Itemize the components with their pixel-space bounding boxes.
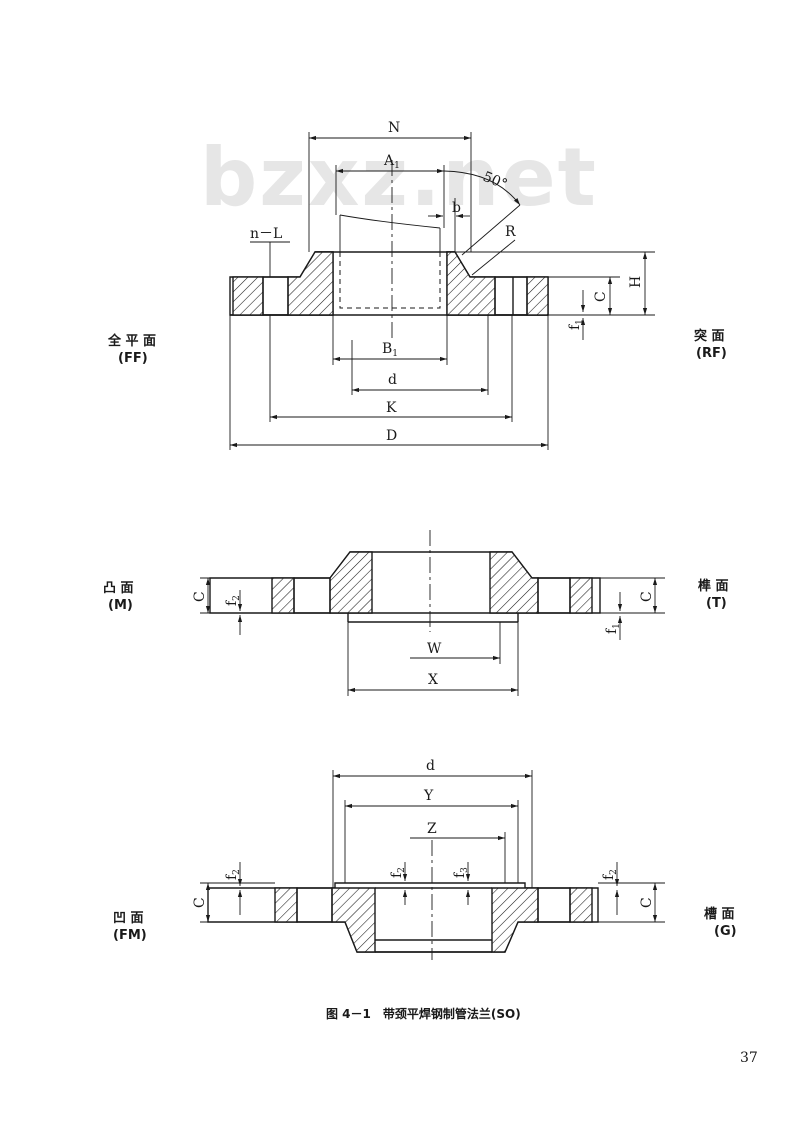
section-right-mt xyxy=(489,551,539,614)
label-b: b xyxy=(452,200,461,216)
label-Y: Y xyxy=(423,788,434,804)
label-m-code: (M) xyxy=(108,598,133,613)
watermark: bzxz.net xyxy=(200,131,598,224)
label-d-fmg: d xyxy=(426,758,435,774)
section-left-mt xyxy=(329,551,373,614)
flange-outline-fmg xyxy=(207,882,599,953)
label-f2-g: f2 xyxy=(601,869,619,880)
label-C-rf: C xyxy=(593,291,609,302)
dim-angle-arc xyxy=(443,170,521,206)
bolt-hole-left-mt xyxy=(293,577,331,614)
label-g-code: (G) xyxy=(714,924,737,939)
label-d-rf: d xyxy=(388,372,397,388)
section-lug-right-rf xyxy=(526,276,549,316)
label-fm: 凹 面 xyxy=(113,911,144,926)
label-ff-code: (FF) xyxy=(118,351,148,366)
bolt-hole-right-fmg xyxy=(537,887,571,923)
section-lug-left-rf xyxy=(232,276,264,316)
label-rf: 突 面 xyxy=(694,328,725,344)
bolt-hole-right-mt xyxy=(537,577,571,614)
label-X: X xyxy=(428,672,438,688)
label-nL: n－L xyxy=(250,226,282,242)
label-f1-rf: f1 xyxy=(567,319,585,330)
label-f2-m: f2 xyxy=(224,595,242,606)
flange-outline-mt xyxy=(209,551,601,614)
label-R: R xyxy=(505,224,516,240)
label-N: N xyxy=(388,120,400,136)
label-W: W xyxy=(427,641,442,657)
figure-caption: 图 4－1 带颈平焊钢制管法兰(SO) xyxy=(326,1006,521,1021)
section-left-rf xyxy=(287,251,334,316)
dim-R-leader xyxy=(471,239,516,276)
view-fmg: d Y Z f2 f3 f2 f2 C C 凹 面 xyxy=(113,758,737,960)
label-m: 凸 面 xyxy=(103,581,134,596)
section-lug-left-fmg xyxy=(274,887,298,923)
label-C-fm: C xyxy=(192,897,208,908)
label-t: 榫 面 xyxy=(697,578,729,594)
view-mt: C f2 C f1 W X 凸 面 (M) 榫 面 (T) xyxy=(103,530,729,696)
label-K: K xyxy=(386,400,397,416)
label-H: H xyxy=(628,276,644,288)
label-C-g: C xyxy=(639,897,655,908)
section-left-fmg xyxy=(331,887,376,953)
label-t-code: (T) xyxy=(706,596,727,611)
section-lug-left-mt xyxy=(271,577,295,614)
label-f1-t: f1 xyxy=(604,623,622,634)
label-g: 槽 面 xyxy=(704,906,735,922)
flange-outline-rf xyxy=(229,251,549,316)
page-number: 37 xyxy=(740,1050,758,1066)
section-right-fmg xyxy=(491,887,539,953)
bolt-hole-left-fmg xyxy=(296,887,333,923)
label-A1: A1 xyxy=(383,153,400,171)
pipe-hidden xyxy=(339,252,441,309)
bevel-line xyxy=(461,204,521,256)
label-B1: B1 xyxy=(382,341,398,359)
bolt-hole-right-rf xyxy=(494,276,528,316)
label-f2-fm: f2 xyxy=(224,869,242,880)
label-fm-code: (FM) xyxy=(113,928,147,943)
pipe-break xyxy=(339,214,441,229)
label-C-t: C xyxy=(639,591,655,602)
label-D: D xyxy=(386,428,397,444)
section-lug-right-mt xyxy=(569,577,593,614)
view-rf: N A1 50° b R n－L H C f1 xyxy=(107,120,727,450)
label-ff: 全 平 面 xyxy=(107,333,156,349)
section-lug-right-fmg xyxy=(569,887,593,923)
label-f2-fm-inner: f2 xyxy=(389,867,407,878)
bolt-hole-left-rf xyxy=(262,276,289,316)
label-Z: Z xyxy=(427,821,437,837)
label-rf-code: (RF) xyxy=(696,346,727,361)
label-f3: f3 xyxy=(452,867,470,878)
label-C-m: C xyxy=(192,591,208,602)
section-right-rf xyxy=(446,251,496,316)
